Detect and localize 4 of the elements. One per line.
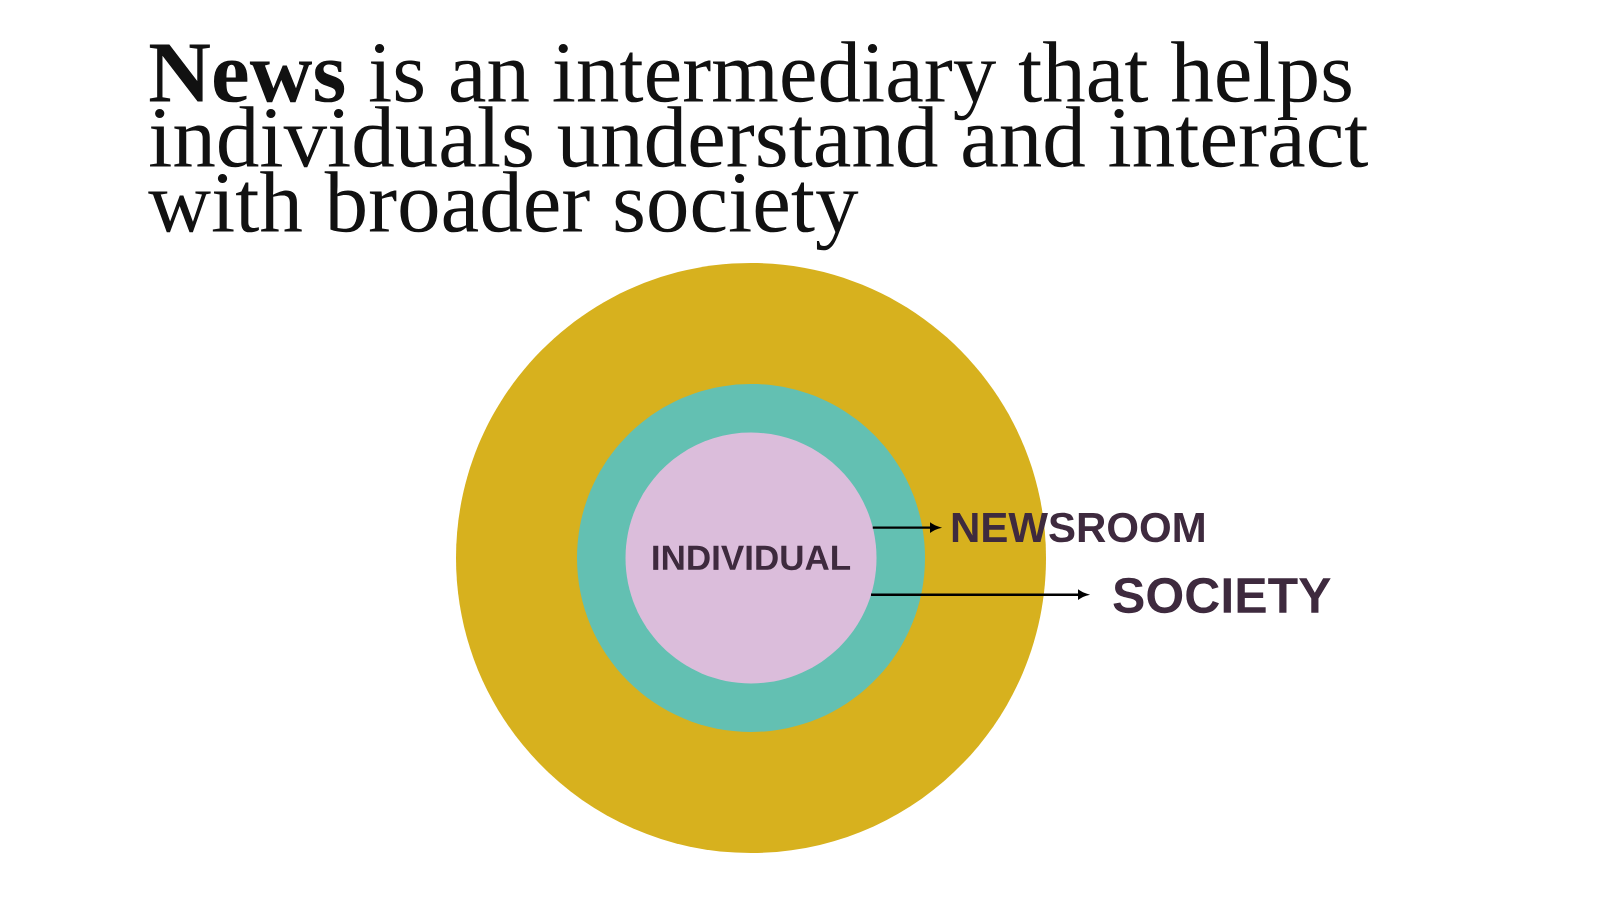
title: News is an intermediary that helps individuals understand and interact with broader society	[148, 41, 1368, 251]
ring-label: SOCIETY	[1113, 577, 1331, 614]
arrow	[871, 590, 1088, 600]
arrow	[872, 523, 940, 532]
